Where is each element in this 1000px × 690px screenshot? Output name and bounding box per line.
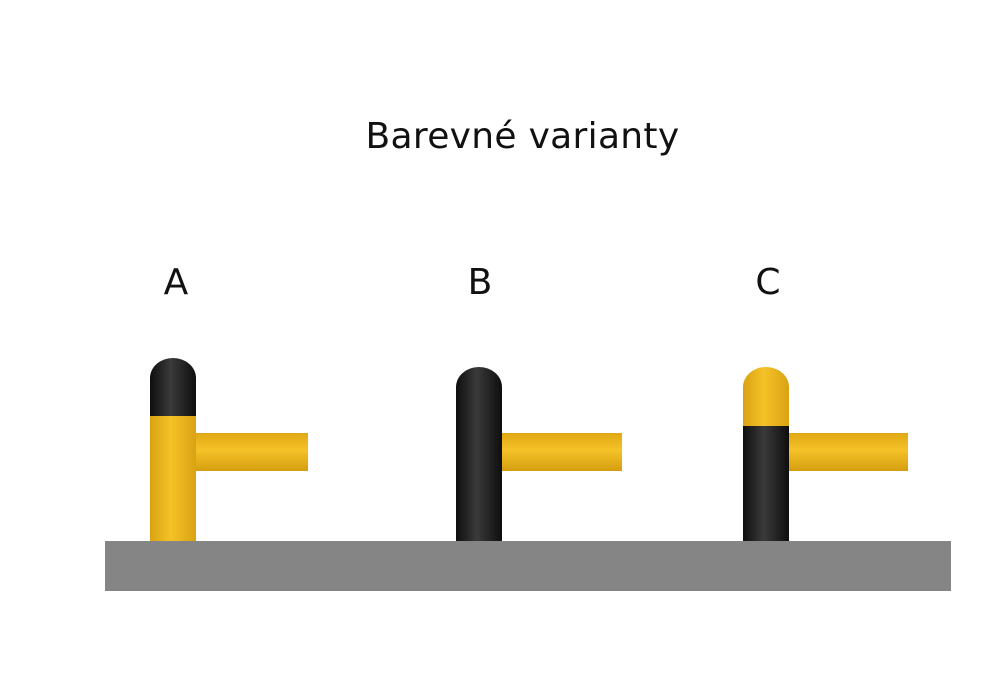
- variant-c-post: [743, 424, 789, 542]
- ground-slab: [105, 541, 951, 591]
- variant-a-barrier: [150, 358, 308, 542]
- variant-b-post: [456, 424, 502, 542]
- variant-a-cap: [150, 358, 196, 416]
- variant-a-post: [150, 414, 196, 542]
- variant-b-cap: [456, 367, 502, 426]
- variant-a-label: A: [163, 262, 189, 303]
- variant-c-rail: [787, 433, 908, 471]
- variant-b-barrier: [456, 367, 622, 542]
- variant-c-barrier: [743, 367, 908, 542]
- variant-a-rail: [194, 433, 308, 471]
- variant-c-label: C: [755, 262, 781, 303]
- diagram-title: Barevné varianty: [365, 116, 680, 157]
- variant-c-cap: [743, 367, 789, 426]
- variant-b-rail: [500, 433, 622, 471]
- variant-b-label: B: [467, 262, 493, 303]
